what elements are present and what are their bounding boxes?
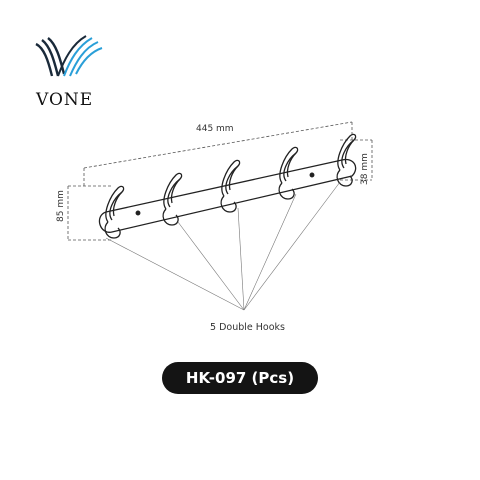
width-dimension-line [83, 121, 353, 188]
wave-logo-icon [35, 35, 103, 77]
callout-lines [105, 181, 341, 311]
double-hook [220, 159, 241, 213]
brand-logo [30, 30, 110, 120]
product-code-label: HK-097 (Pcs) [185, 369, 295, 387]
width-label: 445 mm [196, 124, 234, 134]
depth-label: 38 mm [360, 153, 370, 185]
height-dimension-line [67, 185, 112, 241]
double-hook [104, 185, 125, 239]
hooks-group [104, 133, 357, 239]
depth-dimension-line [340, 139, 373, 181]
double-hook [162, 172, 183, 226]
height-label: 85 mm [56, 190, 66, 222]
hooks-callout-label: 5 Double Hooks [210, 322, 285, 333]
double-hook [278, 146, 299, 200]
double-hook [336, 133, 357, 187]
product-code-badge: HK-097 (Pcs) [162, 362, 318, 394]
brand-name: VONE [36, 90, 94, 110]
